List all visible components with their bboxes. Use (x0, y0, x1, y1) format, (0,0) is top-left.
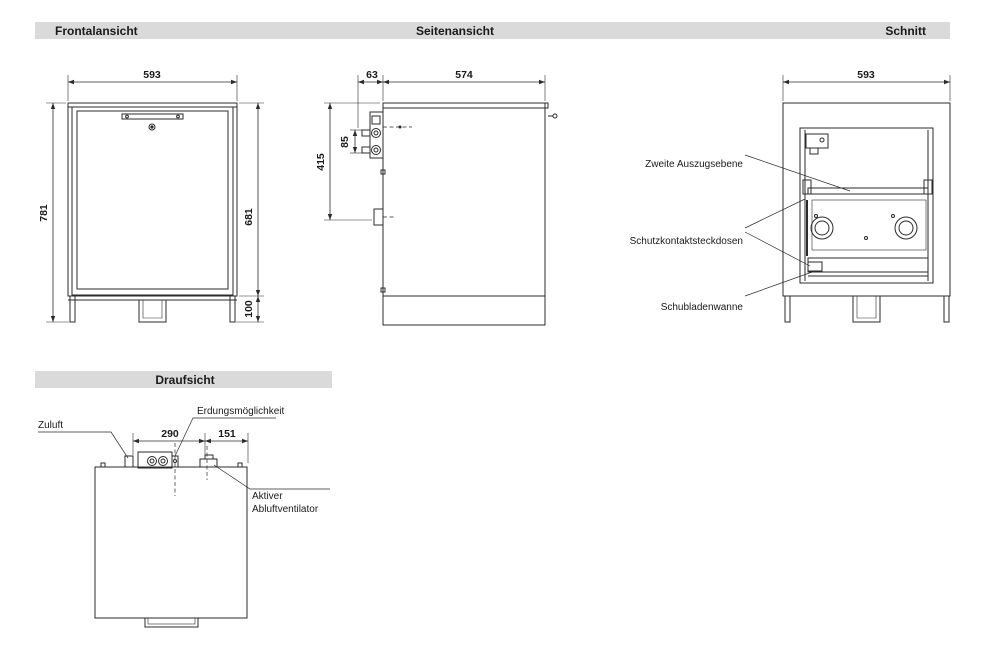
socket-inner (814, 220, 830, 236)
right-leg (229, 295, 236, 323)
top-supply-to-fan-label: 290 (161, 428, 179, 440)
leader-line-fan (213, 464, 330, 490)
bracket-screw (819, 137, 825, 143)
center-foot (138, 300, 167, 323)
leader-line-supply (38, 431, 129, 459)
section-interior (799, 127, 934, 284)
left-leg (784, 295, 791, 323)
section-width-label: 593 (857, 69, 875, 81)
level-bracket-left (802, 179, 812, 195)
front-width-label: 593 (143, 69, 161, 81)
center-dot (398, 125, 402, 129)
side-connector-spacing-label: 85 (339, 136, 351, 148)
pipe-stub (361, 146, 371, 154)
right-leg (943, 295, 950, 323)
plate-screw (814, 214, 818, 218)
handle-screw (125, 114, 129, 119)
top-slab (382, 102, 549, 109)
connector-box (371, 115, 381, 125)
callout-supply: Zuluft (38, 420, 63, 431)
air-supply-inlet (124, 455, 134, 468)
callout-fan-line2: Abluftventilator (252, 504, 319, 515)
cabinet-outline (67, 102, 238, 297)
top-view-header: Draufsicht (35, 371, 332, 388)
pipe-connector-core (160, 458, 166, 464)
corner-mark (237, 462, 243, 468)
leader-line-sockets (744, 231, 811, 267)
socket-icon (810, 216, 834, 240)
left-leg (69, 295, 76, 323)
corner-mark (100, 462, 106, 468)
pipe-connector-core (373, 147, 379, 153)
second-pullout-level (807, 187, 929, 195)
front-view: 593 781 681 100 (38, 69, 264, 323)
door-panel (76, 110, 229, 290)
handle-screw (176, 114, 180, 119)
level-bracket-right (923, 179, 933, 195)
pipe-connector-core (373, 130, 379, 136)
side-view: 63 574 415 85 (315, 69, 558, 326)
lock-icon (148, 123, 156, 131)
side-mark (380, 287, 386, 293)
header-band-background (35, 22, 950, 39)
handle-knob (552, 113, 558, 119)
front-body-height-label: 681 (243, 208, 255, 226)
callout-second-level: Zweite Auszugsebene (645, 159, 743, 170)
top-header-band: Frontalansicht Seitenansicht Schnitt (35, 22, 950, 39)
front-view-title: Frontalansicht (55, 24, 138, 38)
leader-line-tray (744, 270, 816, 297)
center-foot-inner (856, 296, 877, 319)
top-view-title: Draufsicht (155, 373, 214, 387)
side-connector-depth-label: 63 (366, 69, 378, 81)
pipe-connector-core (149, 458, 155, 464)
door-handle (121, 113, 184, 120)
front-plinth-height-label: 100 (243, 300, 255, 318)
pipe-connector (158, 456, 168, 466)
handle-top-inner (147, 617, 196, 625)
callout-tray: Schubladenwanne (661, 302, 744, 313)
plate-screw (891, 214, 895, 218)
pipe-stub (361, 129, 371, 137)
front-total-height-label: 781 (38, 204, 50, 222)
leader-line-second-level (744, 154, 851, 192)
side-view-title: Seitenansicht (416, 24, 494, 38)
callout-sockets: Schutzkontaktsteckdosen (630, 236, 743, 247)
plate-screw (864, 236, 868, 240)
side-depth-label: 574 (455, 69, 473, 81)
header-band-background (35, 371, 332, 388)
bracket-clip (809, 147, 819, 155)
section-view-title: Schnitt (885, 24, 926, 38)
leader-line-grounding (174, 417, 276, 457)
callout-fan-line1: Aktiver (252, 491, 283, 502)
door-frame (71, 106, 234, 296)
section-wall (782, 102, 951, 297)
callout-grounding: Erdungsmöglichkeit (197, 406, 284, 417)
top-view: 290 151 Zuluft Erdungsmöglichkeit Aktive… (38, 406, 330, 628)
side-mark (380, 169, 386, 175)
center-foot (852, 296, 881, 323)
lock-core (150, 125, 154, 129)
pipe-connector (371, 145, 381, 155)
socket-icon (894, 216, 918, 240)
socket-inner (898, 220, 914, 236)
top-fan-to-edge-label: 151 (218, 428, 236, 440)
center-foot-inner (142, 300, 163, 319)
section-view: 593 Zweite Auszugsebene Schutzkontaktst (630, 69, 951, 323)
exhaust-fan-top (204, 454, 214, 460)
side-connector-height-label: 415 (315, 153, 327, 171)
pipe-connector (147, 456, 157, 466)
socket-plate (811, 199, 927, 251)
leader-line-sockets (744, 198, 806, 229)
pipe-connector (371, 128, 381, 138)
